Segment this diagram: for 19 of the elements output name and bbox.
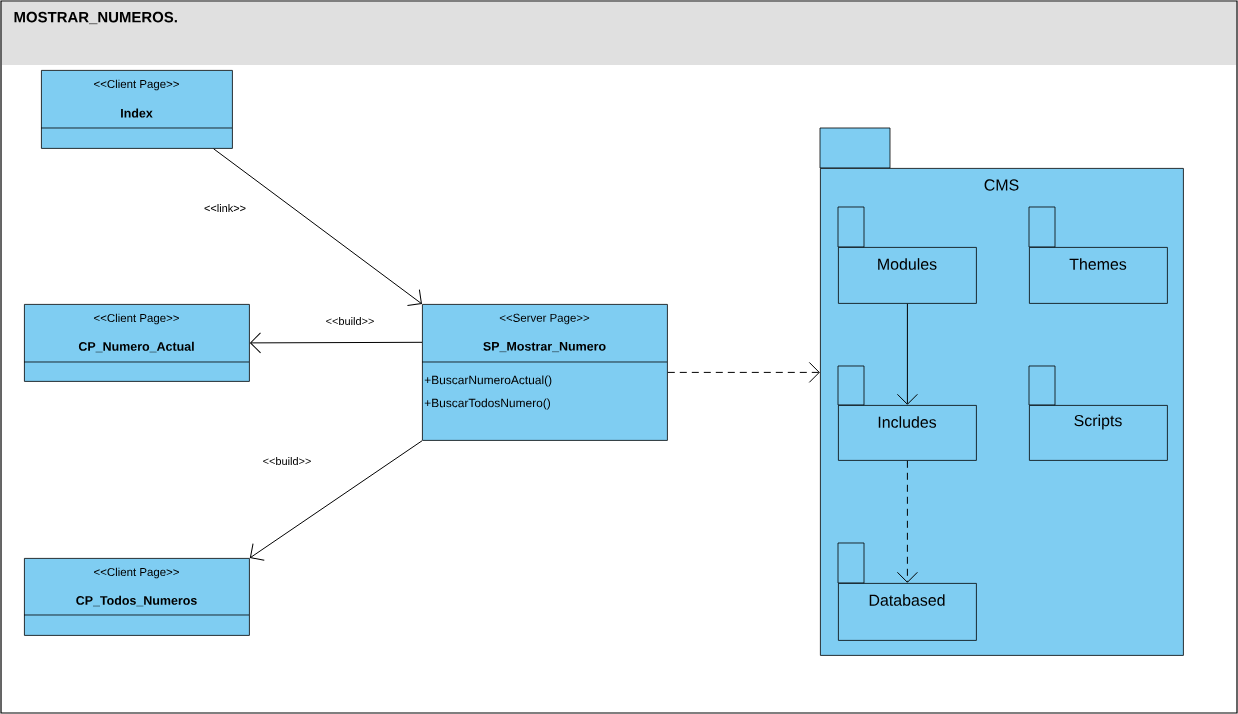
package-box: Themes <box>1028 206 1168 304</box>
arrow <box>213 148 422 307</box>
class-box: <<Client Page>> Index <box>40 70 233 149</box>
edge-label: <<build>> <box>261 455 313 466</box>
package-box: Scripts <box>1028 365 1168 461</box>
package-box: Includes <box>837 365 977 461</box>
class-box: <<Server Page>> SP_Mostrar_Numero +BuscarNumeroActual() +BuscarTodosNumero() <box>421 304 668 441</box>
arrow <box>896 460 918 583</box>
edge-label: <<build>> <box>324 315 376 326</box>
title-bar: MOSTRAR_NUMEROS. <box>2 2 1236 65</box>
class-box: <<Client Page>> CP_Todos_Numeros <box>23 558 250 636</box>
class-box: <<Client Page>> CP_Numero_Actual <box>23 304 250 382</box>
edge-label: <<link>> <box>203 203 248 213</box>
arrow <box>249 440 423 561</box>
package-box: Databased <box>837 542 977 641</box>
arrow <box>896 303 918 405</box>
arrow <box>667 361 820 383</box>
arrow <box>250 332 423 354</box>
package-box: Modules <box>837 206 977 304</box>
